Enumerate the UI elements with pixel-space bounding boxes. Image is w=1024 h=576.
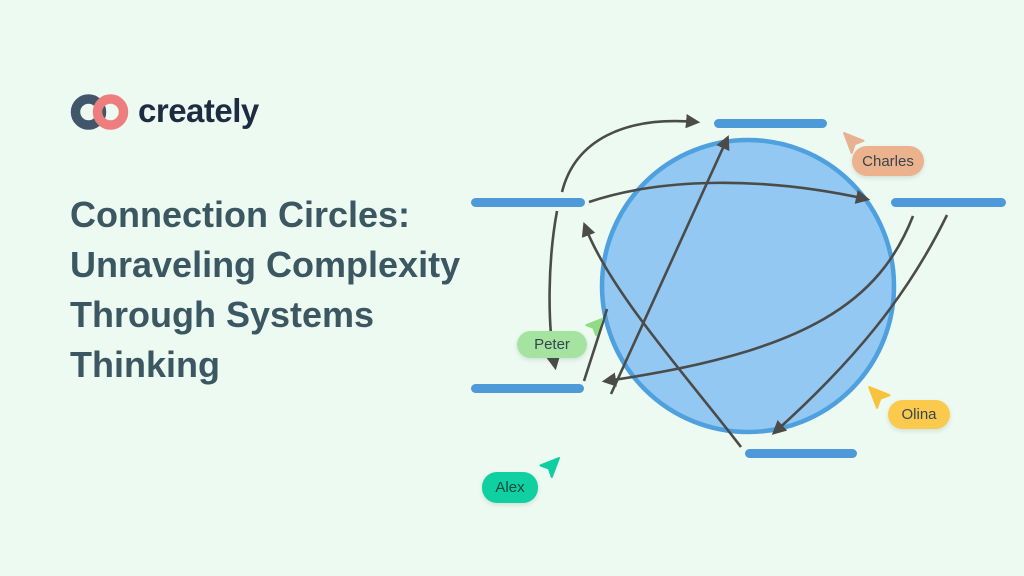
- bar-left: [471, 198, 585, 207]
- arrow-bottom-to-left: [581, 221, 743, 448]
- system-circle: [599, 137, 897, 435]
- arrow-left-to-top: [560, 114, 701, 193]
- collaborator-label: Alex: [482, 472, 538, 503]
- title-line-1: Connection Circles:: [70, 194, 411, 235]
- title-line-4: Thinking: [70, 344, 220, 385]
- creately-logo[interactable]: creately: [70, 92, 259, 132]
- arrow-right-to-bottomleft: [601, 215, 915, 387]
- arrow-segment-near-peter: [582, 308, 609, 382]
- arrow-right-to-bottom: [771, 214, 949, 435]
- logo-wordmark: creately: [138, 92, 259, 129]
- arrow-left-to-right: [588, 181, 871, 204]
- olina-cursor-icon: [866, 385, 892, 411]
- bar-top: [714, 119, 827, 128]
- creately-rings-icon: [70, 94, 129, 130]
- collaborator-label: Olina: [888, 400, 950, 429]
- bar-bottom-left: [471, 384, 584, 393]
- title-line-2: Unraveling Complexity: [70, 244, 461, 285]
- page-title: Connection Circles: Unraveling Complexit…: [70, 190, 530, 390]
- title-line-3: Through Systems: [70, 294, 375, 335]
- collaborator-label: Charles: [852, 146, 924, 176]
- peter-cursor-icon: [584, 317, 610, 343]
- collaborator-label: Peter: [517, 331, 587, 358]
- variable-bars: [471, 119, 1006, 458]
- connection-arrows: [546, 114, 949, 448]
- charles-cursor-icon: [841, 131, 867, 157]
- bar-right: [891, 198, 1006, 207]
- bar-bottom: [745, 449, 857, 458]
- alex-cursor-icon: [538, 456, 564, 482]
- arrow-bottomleft-to-top: [609, 135, 730, 395]
